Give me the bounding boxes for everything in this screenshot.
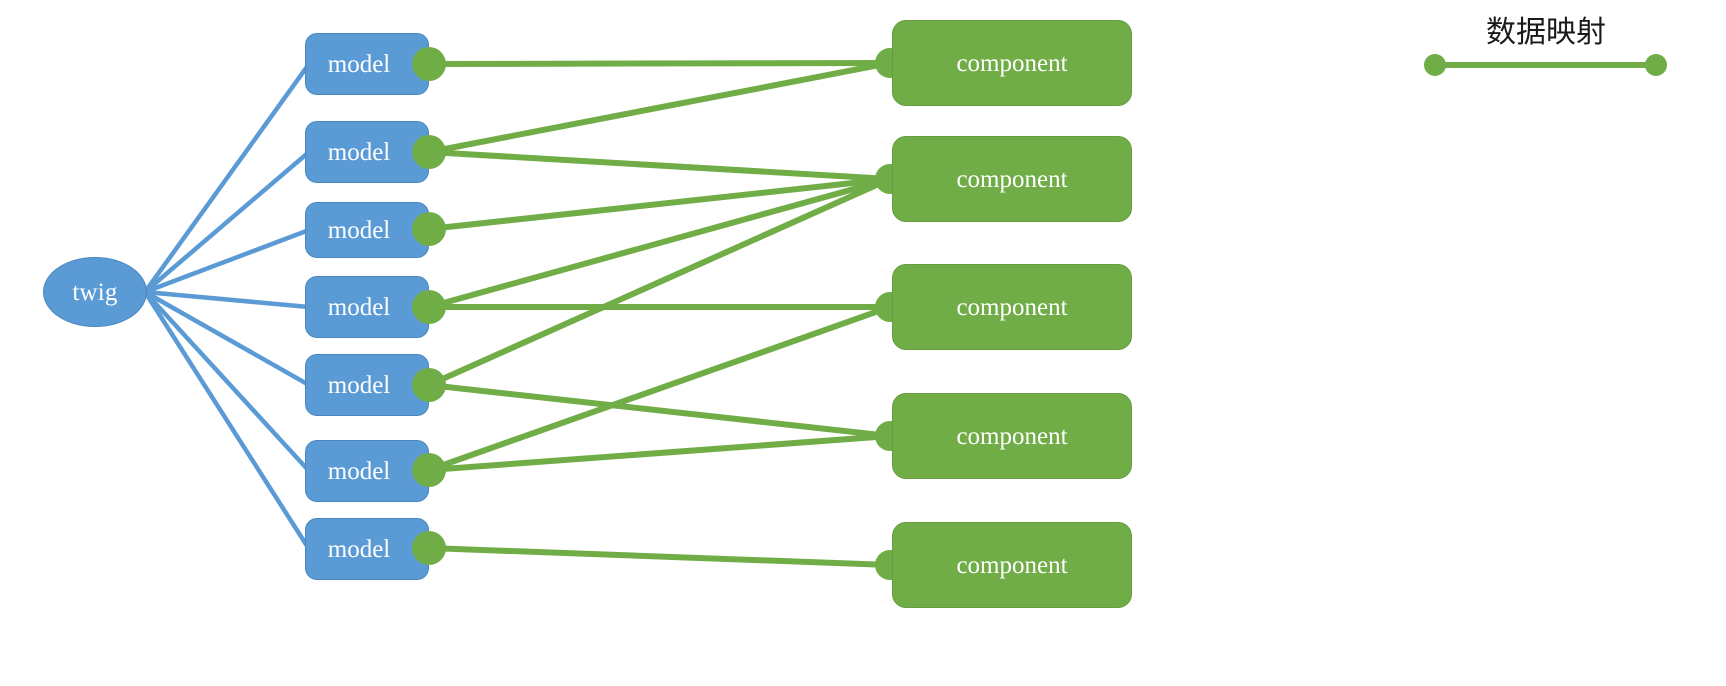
component-label: component: [956, 551, 1068, 579]
model-node[interactable]: model: [305, 440, 429, 502]
mapping-edge: [426, 149, 893, 182]
component-node[interactable]: component: [892, 264, 1132, 350]
tree-edge: [142, 289, 312, 388]
model-node[interactable]: model: [305, 121, 429, 183]
mapping-edge: [426, 433, 893, 473]
tree-edge: [142, 149, 312, 295]
legend-right-dot-icon: [1645, 54, 1667, 76]
model-output-port-icon[interactable]: [412, 531, 446, 565]
model-label: model: [327, 293, 391, 321]
mapping-edge: [426, 176, 893, 388]
tree-edge: [142, 61, 312, 295]
twig-node[interactable]: twig: [43, 257, 147, 327]
component-node[interactable]: component: [892, 522, 1132, 608]
mapping-edge: [426, 382, 893, 439]
model-label: model: [327, 50, 391, 78]
model-output-port-icon[interactable]: [412, 135, 446, 169]
legend-label: 数据映射: [1486, 16, 1606, 49]
component-node[interactable]: component: [892, 20, 1132, 106]
mapping-edge: [426, 60, 893, 155]
tree-edge: [142, 289, 312, 552]
component-label: component: [956, 49, 1068, 77]
component-label: component: [956, 422, 1068, 450]
model-output-port-icon[interactable]: [412, 368, 446, 402]
model-output-port-icon[interactable]: [412, 453, 446, 487]
model-node[interactable]: model: [305, 354, 429, 416]
model-output-port-icon[interactable]: [412, 290, 446, 324]
twig-label: twig: [72, 278, 118, 306]
model-node[interactable]: model: [305, 518, 429, 580]
mapping-edge: [426, 176, 893, 232]
model-output-port-icon[interactable]: [412, 47, 446, 81]
tree-edge: [142, 289, 312, 474]
component-label: component: [956, 293, 1068, 321]
legend-line-icon: [1435, 62, 1656, 68]
mapping-edge: [426, 545, 893, 568]
model-label: model: [327, 535, 391, 563]
model-node[interactable]: model: [305, 276, 429, 338]
tree-edge: [142, 289, 312, 310]
tree-edge: [142, 227, 312, 295]
model-node[interactable]: model: [305, 202, 429, 258]
model-label: model: [327, 216, 391, 244]
component-node[interactable]: component: [892, 136, 1132, 222]
model-label: model: [327, 457, 391, 485]
model-label: model: [327, 371, 391, 399]
component-node[interactable]: component: [892, 393, 1132, 479]
component-label: component: [956, 165, 1068, 193]
mapping-edge: [426, 60, 893, 67]
mapping-edge: [426, 176, 893, 310]
model-output-port-icon[interactable]: [412, 212, 446, 246]
model-label: model: [327, 138, 391, 166]
model-node[interactable]: model: [305, 33, 429, 95]
mapping-edge: [426, 304, 893, 473]
